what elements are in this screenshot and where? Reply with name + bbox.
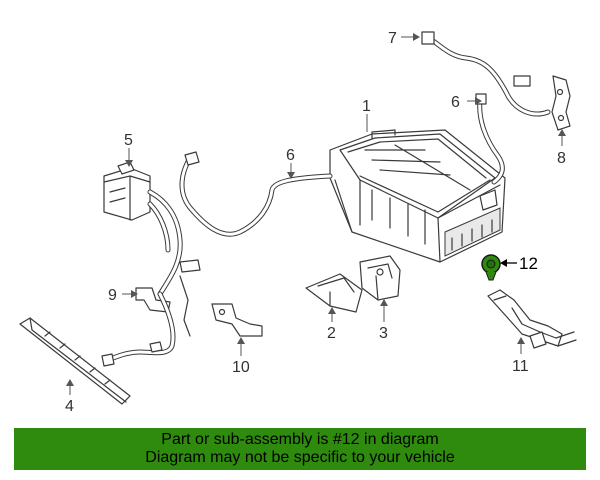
part-6-cable xyxy=(179,151,333,237)
part-5-junction-box xyxy=(103,161,201,297)
callout-6-right: 6 xyxy=(451,94,460,111)
notice-line-2: Diagram may not be specific to your vehi… xyxy=(145,449,455,466)
notice-banner: Part or sub-assembly is #12 in diagram D… xyxy=(14,428,586,470)
part-12-highlighted xyxy=(481,254,501,281)
callout-8: 8 xyxy=(557,150,566,167)
part-10-bracket xyxy=(211,303,263,337)
part-7-harness xyxy=(421,31,551,117)
callout-4: 4 xyxy=(65,398,74,415)
callout-6-left: 6 xyxy=(286,147,295,164)
callout-9: 9 xyxy=(108,287,117,304)
callout-1: 1 xyxy=(362,98,371,115)
callout-leaders xyxy=(66,33,566,395)
part-3-bracket xyxy=(359,255,401,301)
callout-5: 5 xyxy=(124,132,133,149)
callout-10: 10 xyxy=(232,359,250,376)
callout-2: 2 xyxy=(327,325,336,342)
part-8-bracket xyxy=(551,75,571,131)
part-11-hose xyxy=(487,289,577,349)
callout-11: 11 xyxy=(512,358,529,375)
callout-3: 3 xyxy=(379,325,388,342)
callout-12-highlighted: 12 xyxy=(519,254,538,273)
part-1-battery-pack xyxy=(329,129,506,263)
callout-7: 7 xyxy=(388,30,397,47)
lower-harness xyxy=(101,275,191,367)
part-2-bracket xyxy=(305,273,363,313)
part-4-bar xyxy=(19,317,131,405)
notice-line-1: Part or sub-assembly is #12 in diagram xyxy=(161,431,439,448)
